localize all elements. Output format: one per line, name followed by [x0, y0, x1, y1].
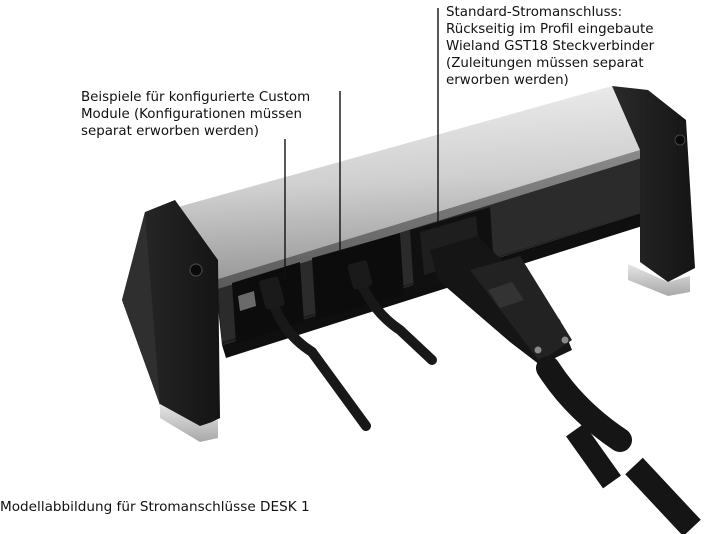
cable-left: [259, 276, 371, 431]
figure-caption: Modellabbildung für Stromanschlüsse DESK…: [0, 499, 310, 515]
power-cable: [536, 356, 701, 534]
callout-custom-modules-line-1: Beispiele für konfigurierte Custom: [81, 90, 311, 105]
foot-right: [628, 264, 690, 296]
cable-middle: [347, 260, 437, 365]
callout-standard-power-line-5: erworben werden): [446, 73, 569, 88]
end-cap-left: [122, 200, 220, 428]
callout-custom-modules-line-2: Module (Konfigurationen müssen: [81, 107, 302, 122]
callout-standard-power-line-4: (Zuleitungen müssen separat: [446, 56, 644, 71]
leader-lines: [284, 8, 439, 278]
wieland-plug: [430, 236, 572, 365]
callout-custom-modules: Beispiele für konfigurierte Custom Modul…: [81, 89, 310, 140]
callout-custom-modules-line-3: separat erworben werden): [81, 124, 259, 139]
callout-standard-power-line-3: Wieland GST18 Steckverbinder: [446, 39, 655, 54]
foot-left: [160, 404, 218, 442]
callout-standard-power: Standard-Stromanschluss: Rückseitig im P…: [446, 4, 654, 89]
callout-standard-power-line-1: Standard-Stromanschluss:: [446, 5, 623, 20]
callout-standard-power-line-2: Rückseitig im Profil eingebaute: [446, 22, 654, 37]
aluminium-profile: [160, 86, 642, 289]
end-cap-right: [612, 86, 695, 282]
